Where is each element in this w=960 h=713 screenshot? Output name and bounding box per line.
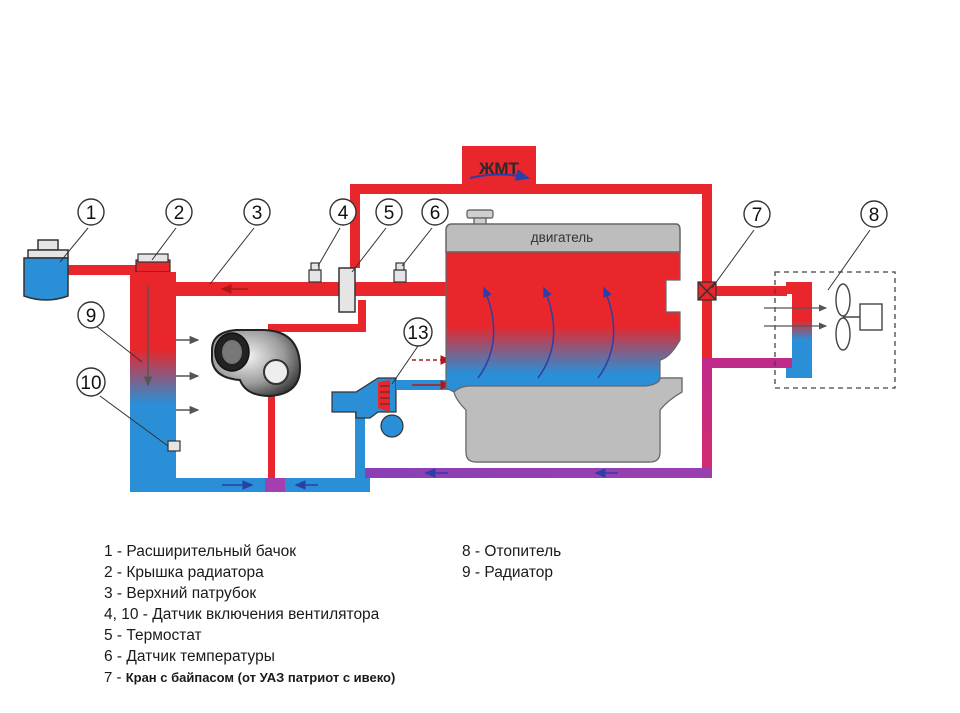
thermostat [338, 267, 356, 313]
tank-pipe [64, 265, 144, 275]
legend-item: 4, 10 - Датчик включения вентилятора [104, 604, 395, 625]
callout-2: 2 [165, 198, 193, 226]
legend-number: 9 - [462, 564, 485, 581]
legend-text: Отопитель [484, 543, 562, 560]
upper-hose [172, 282, 460, 296]
callout-5: 5 [375, 198, 403, 226]
turbo-feed-pipe [268, 390, 275, 486]
legend-item: 9 - Радиатор [462, 562, 561, 583]
legend-item: 8 - Отопитель [462, 541, 561, 562]
legend-number: 6 - [104, 648, 127, 665]
legend-item: 2 - Крышка радиатора [104, 562, 395, 583]
callout-number: 8 [869, 205, 880, 226]
turbocharger [211, 329, 302, 398]
bypass-pipe-horizontal [268, 324, 366, 332]
legend-text: Расширительный бачок [126, 543, 297, 560]
fan-sensor-10 [167, 440, 181, 452]
callout-number: 5 [384, 203, 395, 224]
legend-number: 4, 10 - [104, 606, 153, 623]
bypass-pipe-right [358, 300, 366, 330]
fan-sensor-4 [308, 262, 322, 283]
legend-number: 8 - [462, 543, 485, 560]
legend-number: 1 - [104, 543, 127, 560]
callout-10: 10 [76, 367, 106, 397]
legend-number: 3 - [104, 585, 127, 602]
callouts: 1 2 3 4 5 6 7 8 9 10 13 [76, 198, 888, 397]
callout-8: 8 [860, 200, 888, 228]
callout-number: 7 [752, 205, 763, 226]
legend-text: Датчик включения вентилятора [152, 606, 380, 623]
legend-number: 5 - [104, 627, 127, 644]
engine-label: двигатель [531, 230, 593, 245]
callout-number: 10 [80, 373, 101, 394]
right-pipe-vertical-bottom [702, 358, 712, 478]
top-pipe-left-vertical [350, 188, 360, 268]
heater-return-pipe [702, 358, 792, 368]
callout-number: 4 [338, 203, 349, 224]
legend-item: 7 - Кран с байпасом (от УАЗ патриот с ив… [104, 667, 395, 688]
callout-7: 7 [743, 200, 771, 228]
engine: двигатель [445, 209, 683, 463]
callout-4: 4 [329, 198, 357, 226]
callout-3: 3 [243, 198, 271, 226]
callout-number: 9 [86, 306, 97, 327]
zhmt-block [462, 146, 536, 190]
pump-down-pipe [355, 395, 365, 485]
zhmt-flow-arrow [469, 169, 530, 181]
temperature-sensor-6 [393, 262, 407, 283]
expansion-tank [23, 239, 69, 301]
callout-number: 1 [86, 203, 97, 224]
callout-6: 6 [421, 198, 449, 226]
legend-text: Кран с байпасом (от УАЗ патриот с ивеко) [125, 670, 396, 685]
legend-text: Крышка радиатора [126, 564, 264, 581]
callout-number: 13 [407, 323, 428, 344]
legend-number: 7 - [104, 669, 126, 686]
legend-item: 1 - Расширительный бачок [104, 541, 395, 562]
callout-leaders [59, 227, 871, 447]
legend-number: 2 - [104, 564, 127, 581]
legend-text: Верхний патрубок [126, 585, 257, 602]
callout-1: 1 [77, 198, 105, 226]
legend-item: 3 - Верхний патрубок [104, 583, 395, 604]
bottom-return-pipe-purple [355, 468, 712, 478]
legend-item: 6 - Датчик температуры [104, 646, 395, 667]
callout-13: 13 [403, 317, 433, 347]
fan-icon [835, 283, 883, 351]
zhmt-label: ЖМТ [478, 159, 520, 178]
bypass-tap [697, 281, 717, 301]
callout-9: 9 [77, 301, 105, 329]
legend-text: Термостат [126, 627, 202, 644]
legend-text: Датчик температуры [126, 648, 275, 665]
heater [764, 271, 896, 389]
callout-number: 2 [174, 203, 185, 224]
callout-number: 6 [430, 203, 441, 224]
right-pipe-vertical-top [702, 184, 712, 360]
tap-to-heater-pipe [707, 286, 787, 296]
water-pump [331, 355, 458, 438]
legend-text: Радиатор [484, 564, 553, 581]
callout-number: 3 [252, 203, 263, 224]
legend-item: 5 - Термостат [104, 625, 395, 646]
